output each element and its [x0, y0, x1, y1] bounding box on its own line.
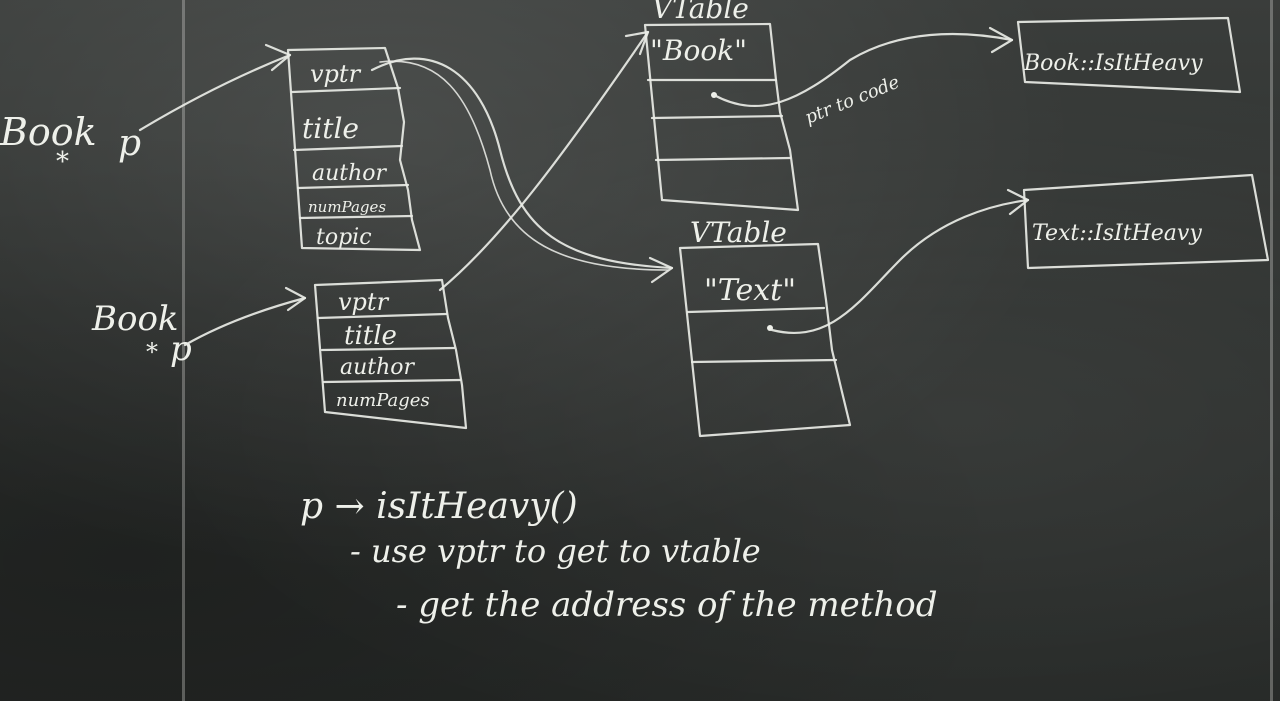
p-label-1: p — [118, 123, 141, 164]
arrow-p1-to-book-object — [138, 43, 292, 132]
book-field-topic: topic — [316, 225, 372, 250]
arrow-text-vtable-to-method — [770, 188, 1030, 335]
book-field-numpages: numPages — [308, 198, 386, 216]
arrow-book-vtable-to-method — [712, 26, 1014, 108]
step-get-address: - get the address of the method — [396, 585, 938, 625]
book-field-vptr: vptr — [310, 60, 362, 88]
text-field-author: author — [340, 355, 416, 380]
text-method-box — [1022, 173, 1270, 270]
text-field-numpages: numPages — [336, 390, 430, 411]
arrow-p2-to-text-object — [183, 286, 307, 347]
text-method-label: Text::IsItHeavy — [1032, 221, 1202, 246]
book-method-box — [1016, 16, 1242, 94]
step-use-vptr: - use vptr to get to vtable — [350, 532, 761, 570]
star-2: * — [146, 338, 158, 366]
ptr-to-code-note: ptr to code — [802, 72, 903, 129]
text-field-title: title — [344, 321, 397, 351]
book-pointer-label-1: Book — [0, 110, 97, 154]
book-field-author: author — [312, 161, 388, 186]
text-vtable-heading: VTable — [690, 216, 787, 249]
book-field-title: title — [302, 112, 359, 145]
arrow-book-vptr-second-stroke — [379, 60, 669, 271]
star-1: * — [56, 147, 69, 177]
text-vtable-name: "Text" — [704, 273, 796, 308]
p-label-2: p — [170, 329, 192, 369]
book-vtable-heading: VTable — [652, 0, 749, 25]
book-pointer-label-2: Book — [91, 299, 179, 339]
board-panel-edge-left — [182, 0, 185, 701]
arrow-text-vptr-to-vtable — [438, 30, 650, 292]
book-vtable-box — [643, 22, 800, 212]
book-object-box — [286, 46, 422, 252]
book-vtable-name: "Book" — [650, 34, 747, 67]
text-field-vptr: vptr — [338, 288, 390, 316]
text-vtable-box — [678, 242, 852, 438]
call-line: p → isItHeavy() — [300, 486, 578, 527]
board-panel-edge-right — [1270, 0, 1273, 701]
book-method-label: Book::IsItHeavy — [1023, 51, 1203, 76]
arrow-book-vptr-to-book-vtable — [370, 57, 674, 284]
